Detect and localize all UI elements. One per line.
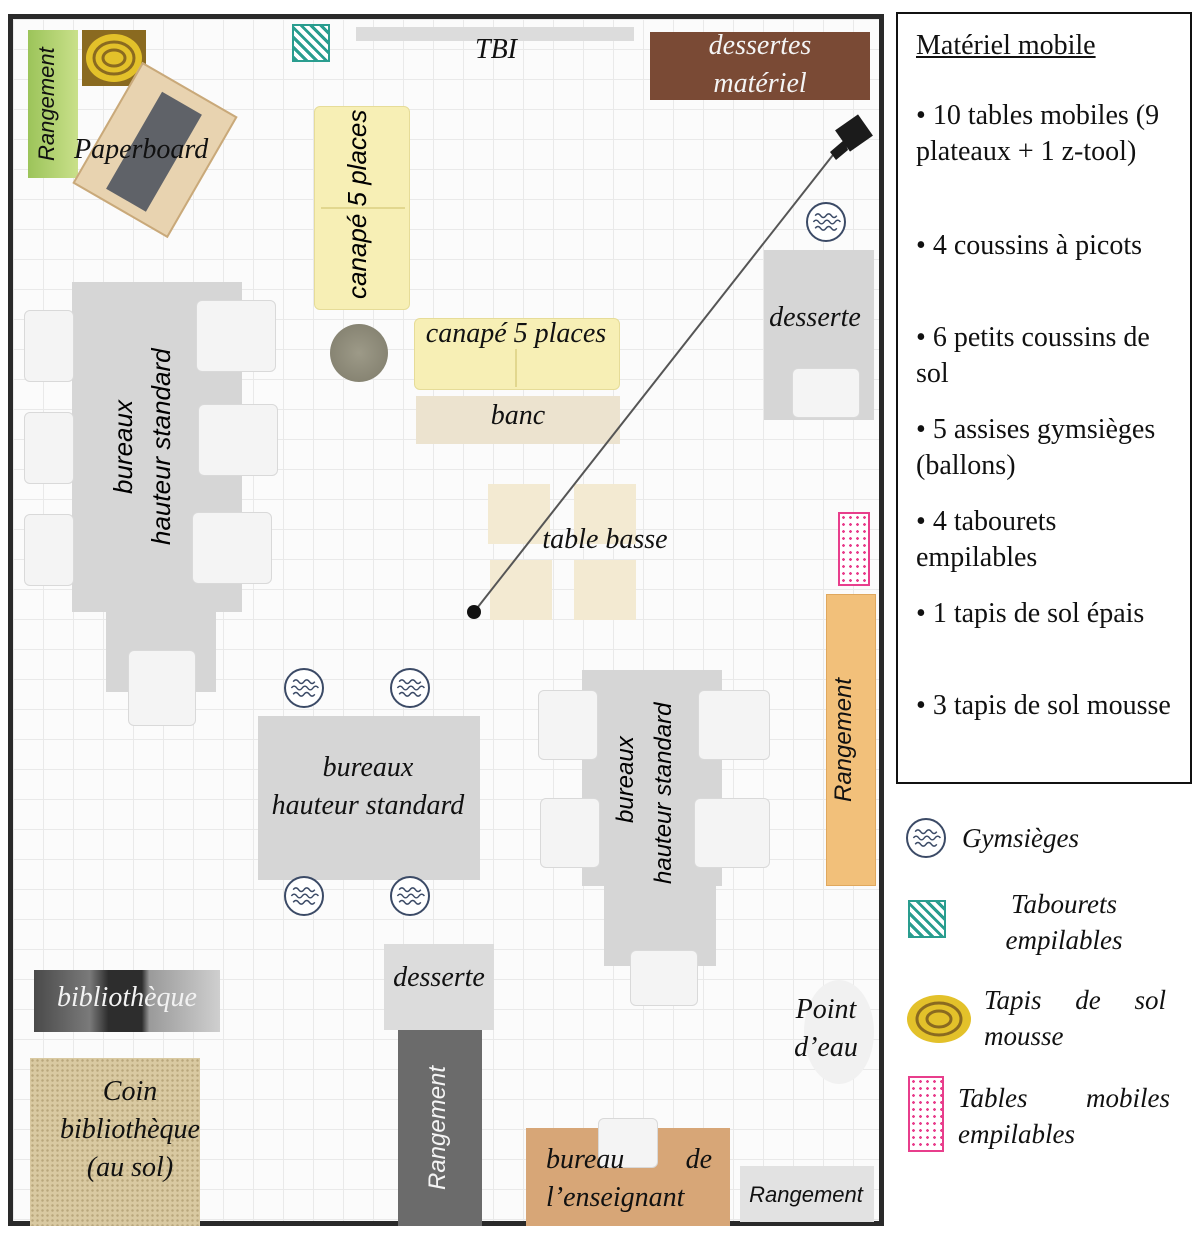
bureaux-left-line1: bureaux (108, 400, 138, 494)
coin-line1: Coin (102, 1076, 158, 1107)
rangement-bottom-right-label: Rangement (749, 1182, 863, 1207)
legend-item: • 10 tables mobiles (9 plateaux + 1 z-to… (916, 100, 1160, 167)
bureaux-center-line2: hauteur standard (271, 790, 465, 821)
legend-item-text: 10 tables mobiles (9 plateaux + 1 z-tool… (916, 100, 1160, 167)
legend-item-text: 4 tabourets empilables (916, 506, 1057, 573)
legend-item: • 5 assises gymsièges (ballons) (916, 414, 1156, 481)
tapis-roll-icon (906, 994, 972, 1044)
table-basse-2 (574, 484, 636, 544)
banc (416, 396, 620, 444)
dessertes-materiel-line1: dessertes (708, 30, 812, 61)
canape-horizontal-cushion (515, 349, 517, 387)
table-basse-4 (574, 560, 636, 620)
pouf (330, 324, 388, 382)
rangement-bottom-right (740, 1166, 874, 1222)
bureaux-right-chair (698, 690, 770, 760)
banc-label: banc (490, 400, 546, 431)
legend-item: • 6 petits coussins de sol (916, 322, 1150, 389)
bibliotheque-label: bibliothèque (57, 982, 197, 1013)
bureau-enseignant-line1: bureau de (546, 1144, 712, 1175)
dessertes-materiel (650, 32, 870, 100)
rangement-bottom-center-label: Rangement (424, 1065, 451, 1191)
legend-item-text: 1 tapis de sol épais (932, 598, 1145, 629)
table-mobile-right (838, 512, 870, 586)
camera-view-line (467, 145, 841, 619)
table-basse-label: table basse (542, 524, 668, 555)
bureaux-left-line2: hauteur standard (146, 348, 176, 546)
legend-item-text: 6 petits coussins de sol (916, 322, 1150, 389)
bureaux-left-chair (128, 650, 196, 726)
tapis-roll-icon (82, 30, 146, 86)
bureaux-left-chair (24, 412, 74, 484)
gymsiege-icon (390, 876, 430, 916)
table-basse-3 (490, 560, 552, 620)
bureaux-left-chair (196, 300, 276, 372)
key-gymsieges: Gymsièges (962, 823, 1079, 853)
bibliotheque (34, 970, 220, 1032)
point-eau-line2: d’eau (794, 1032, 858, 1063)
gymsiege-icon (906, 818, 946, 858)
tabouret-icon (908, 900, 946, 938)
desserte-right-chair (792, 368, 860, 418)
gymsiege-icon (284, 876, 324, 916)
canape-vertical (314, 106, 410, 310)
bureaux-left-chair (192, 512, 272, 584)
key-tabourets: Tabourets empilables (1005, 889, 1123, 955)
key-tables: Tables mobiles empilables (958, 1083, 1170, 1149)
table-mobile-icon (908, 1076, 944, 1152)
desserte-bottom-label: desserte (393, 962, 485, 993)
legend-item: • 3 tapis de sol mousse (916, 690, 1171, 721)
coin-bibliotheque (30, 1058, 200, 1226)
canape-horizontal (414, 318, 620, 390)
camera-icon (826, 110, 876, 166)
bureaux-center-line1: bureaux (322, 752, 414, 783)
bureaux-left-chair (24, 310, 74, 382)
bureaux-right-chair (630, 950, 698, 1006)
rangement-topleft (28, 30, 78, 178)
desserte-bottom (384, 944, 494, 1030)
legend-title: Matériel mobile (916, 30, 1096, 61)
bureaux-left-chair (198, 404, 278, 476)
legend-item-text: 3 tapis de sol mousse (932, 690, 1171, 721)
bureau-enseignant-chair (598, 1118, 658, 1168)
point-eau (804, 980, 874, 1084)
gymsiege-icon (390, 668, 430, 708)
rangement-bottom-center (398, 1030, 482, 1226)
tapis-topleft (82, 30, 146, 86)
table-basse-1 (488, 484, 550, 544)
key-tapis: Tapis de sol mousse (984, 985, 1166, 1051)
bureau-enseignant-line2: l’enseignant (546, 1182, 685, 1213)
legend-item: • 1 tapis de sol épais (916, 598, 1145, 629)
paperboard-label: Paperboard (74, 134, 209, 165)
coin-line3: (au sol) (86, 1152, 174, 1183)
coin-line2: bibliothèque (60, 1114, 200, 1145)
bureaux-right-line1: bureaux (612, 736, 639, 824)
legend-item-text: 5 assises gymsièges (ballons) (916, 414, 1156, 481)
legend-item: • 4 tabourets empilables (916, 506, 1057, 573)
tbi-label: TBI (475, 34, 517, 65)
legend-item-text: 4 coussins à picots (932, 230, 1143, 261)
tbi-board (356, 27, 634, 41)
legend-box (896, 12, 1192, 784)
bureaux-right-chair (538, 690, 598, 760)
bureaux-right-chair (540, 798, 600, 868)
tabouret-top (292, 24, 330, 62)
rangement-right-label: Rangement (830, 677, 857, 803)
gymsiege-icon (806, 202, 846, 242)
dessertes-materiel-line2: matériel (713, 68, 807, 99)
gymsiege-icon (284, 668, 324, 708)
legend-item: • 4 coussins à picots (916, 230, 1143, 261)
bureaux-center (258, 716, 480, 880)
bureaux-right-chair (694, 798, 770, 868)
bureaux-left-chair (24, 514, 74, 586)
canape-horizontal-label: canapé 5 places (425, 318, 607, 349)
bureaux-right-line2: hauteur standard (650, 702, 677, 884)
canape-vertical-cushion (321, 207, 405, 209)
point-eau-line1: Point (795, 994, 857, 1025)
rangement-right (826, 594, 876, 886)
desserte-right-label: desserte (769, 302, 861, 333)
